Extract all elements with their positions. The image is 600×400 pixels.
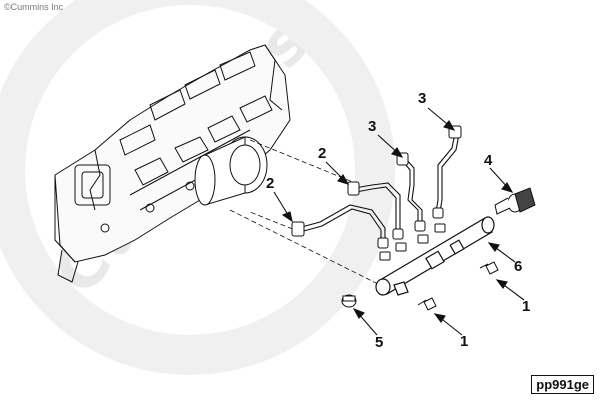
capscrews bbox=[341, 261, 499, 311]
callout-6: 6 bbox=[514, 258, 523, 275]
pressure-sensor bbox=[494, 187, 536, 215]
callout-1-right: 1 bbox=[522, 298, 531, 315]
callout-1-bottom: 1 bbox=[460, 333, 469, 350]
fuel-pump-housing bbox=[194, 136, 268, 206]
watermark-ring bbox=[0, 0, 395, 375]
callout-3-top: 3 bbox=[418, 90, 427, 107]
callout-2-upper: 2 bbox=[318, 145, 327, 162]
fuel-rail bbox=[375, 216, 495, 296]
leader-arrows bbox=[273, 107, 525, 336]
copyright-notice: ©Cummins Inc bbox=[4, 2, 64, 12]
callout-4: 4 bbox=[484, 152, 493, 169]
callout-5: 5 bbox=[375, 334, 384, 351]
figure-id: pp991ge bbox=[531, 375, 594, 394]
callout-3-middle: 3 bbox=[368, 118, 377, 135]
fuel-lines bbox=[297, 132, 460, 242]
callout-2-lower: 2 bbox=[266, 175, 275, 192]
